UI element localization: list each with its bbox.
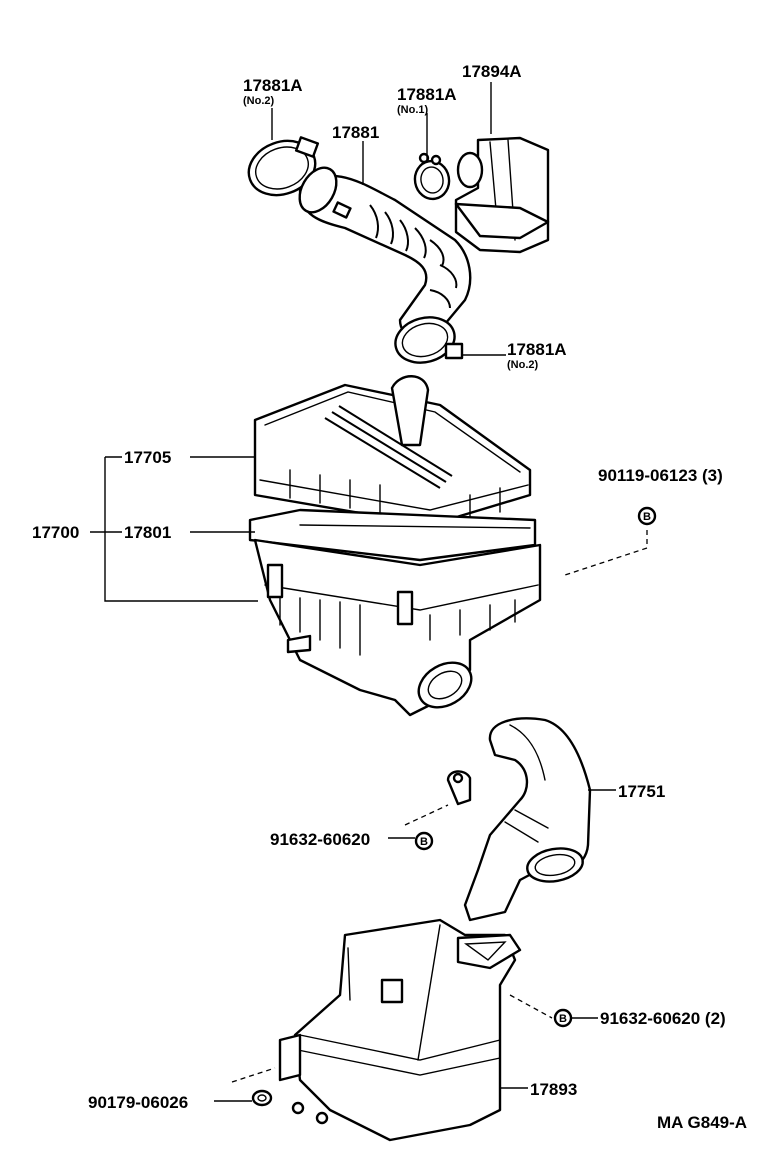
svg-text:B: B [643, 511, 651, 523]
label-17894A: 17894A [462, 62, 522, 81]
label-90119: 90119-06123 (3) [598, 466, 723, 485]
label-17881A-no1-sub: (No.1) [397, 104, 429, 116]
label-17881A-no2-bottom-sub: (No.2) [507, 359, 539, 371]
intake-duct [446, 717, 592, 922]
label-17705: 17705 [124, 448, 171, 467]
bolt-marker-b-3: B [553, 1008, 573, 1028]
resonator [278, 918, 522, 1142]
svg-text:B: B [420, 836, 428, 848]
air-flow-meter [454, 136, 550, 254]
bolt-marker-b-1: B [637, 506, 657, 526]
leader-lines [90, 82, 648, 1102]
hose-clamp-no2-top [247, 136, 320, 197]
label-17751: 17751 [618, 782, 665, 801]
label-17881A-no2-bottom: 17881A [507, 340, 567, 359]
svg-text:B: B [559, 1013, 567, 1025]
label-17881A-no1: 17881A [397, 85, 457, 104]
air-cleaner-assembly [248, 375, 542, 717]
label-17893: 17893 [530, 1080, 577, 1099]
label-91632-a: 91632-60620 [270, 830, 370, 849]
label-17700: 17700 [32, 523, 79, 542]
label-17881A-no2-top: 17881A [243, 76, 303, 95]
grommet [251, 1089, 273, 1107]
label-17881A-no2-top-sub: (No.2) [243, 95, 275, 107]
hose-clamp-no1 [413, 152, 451, 201]
label-91632-b: 91632-60620 (2) [600, 1009, 726, 1028]
label-17801: 17801 [124, 523, 171, 542]
bolt-marker-b-2: B [414, 831, 434, 851]
label-17881: 17881 [332, 123, 379, 142]
hose-clamp-no2-bottom [394, 316, 464, 364]
figure-code: MA G849-A [657, 1113, 747, 1132]
label-90179: 90179-06026 [88, 1093, 188, 1112]
